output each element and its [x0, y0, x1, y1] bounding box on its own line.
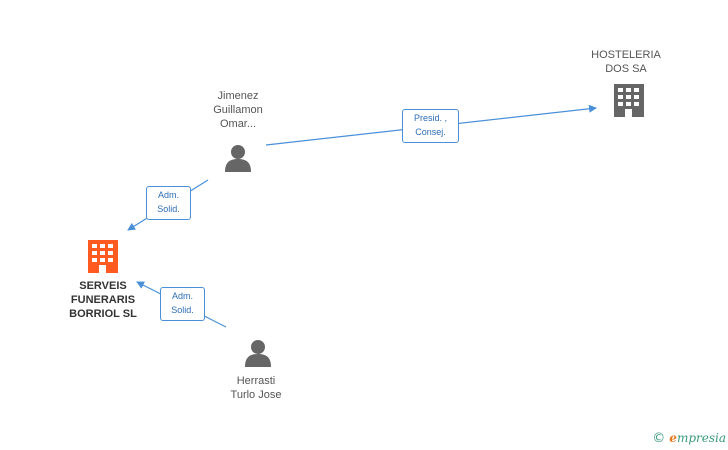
edge-badge-adm-solid-jimenez: Adm. Solid. — [146, 186, 191, 220]
brand-rest: mpresia — [676, 431, 726, 445]
building-icon[interactable] — [614, 84, 644, 117]
person-icon[interactable] — [245, 340, 271, 367]
edge-badge-adm-solid-herrasti: Adm. Solid. — [160, 287, 205, 321]
edge-badge-line: Presid. , — [413, 113, 447, 123]
copyright-icon: © — [652, 431, 666, 446]
edge-badge-line: Adm. — [171, 291, 193, 301]
person-icon[interactable] — [225, 145, 251, 172]
node-label-hosteleria[interactable]: HOSTELERIA DOS SA — [591, 49, 661, 75]
edge-badge-line: Consej. — [415, 127, 446, 137]
node-label-herrasti[interactable]: Herrasti Turlo Jose — [230, 375, 282, 401]
node-label-serveis[interactable]: SERVEIS FUNERARIS BORRIOL SL — [69, 280, 137, 320]
edge-badge-presid-consej: Presid. , Consej. — [402, 109, 459, 143]
edge-badge-line: Solid. — [171, 305, 194, 315]
empresia-logo: ©empresia — [652, 431, 726, 446]
building-icon[interactable] — [88, 240, 118, 273]
edge-badge-line: Solid. — [157, 204, 180, 214]
edge-badge-line: Adm. — [157, 190, 179, 200]
node-label-jimenez[interactable]: Jimenez Guillamon Omar... — [213, 90, 263, 130]
brand-initial: e — [669, 431, 677, 445]
